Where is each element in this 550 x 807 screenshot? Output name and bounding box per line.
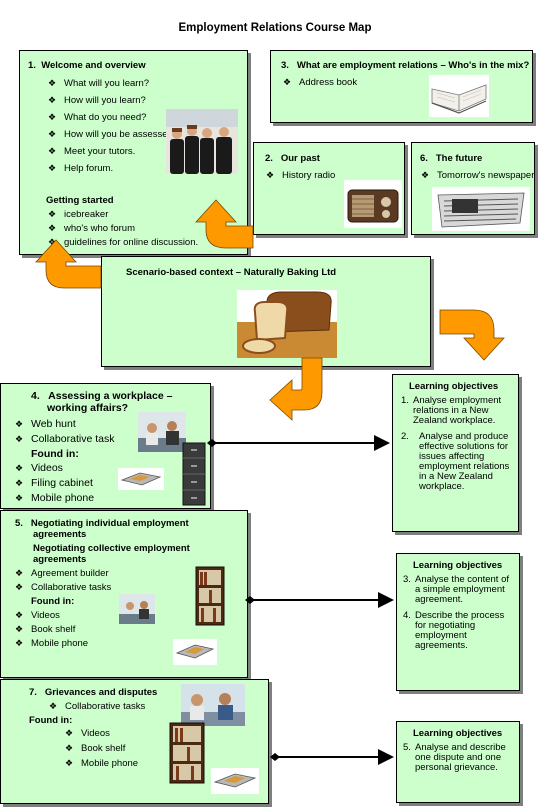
list-item: ❖How will you learn? [48,95,146,106]
curved-arrow-right-down [439,309,505,361]
curved-arrow-down-left [269,357,323,421]
box7-heading: 7. Grievances and disputes [29,687,158,698]
radio-image [344,180,402,228]
list-item: ❖Videos [65,728,110,739]
list-item: ❖Book shelf [15,624,76,635]
learning-objectives-2: Learning objectives 3.Analyse the conten… [396,553,520,691]
mobile-phone-image [118,468,164,490]
found-in-label: Found in: [31,448,79,460]
learning-objectives-3: Learning objectives 5.Analyse and descri… [396,721,520,803]
list-item: ❖Filing cabinet [15,477,93,489]
page-title: Employment Relations Course Map [178,22,372,34]
learning-objectives-heading: Learning objectives [413,728,503,739]
list-item: ❖What will you learn? [48,78,150,89]
meeting-photo [119,594,155,624]
meeting-photo [138,412,186,452]
list-item: ❖What do you need? [48,112,147,123]
list-item: ❖Collaborative tasks [15,582,112,593]
mobile-phone-image [173,639,217,665]
box-the-future: 6. The future ❖Tomorrow's newspaper [411,142,535,235]
box-scenario: Scenario-based context – Naturally Bakin… [101,256,431,367]
staff-photo [166,109,238,174]
list-item: ❖Tomorrow's newspaper [421,170,535,181]
box4-heading-line2: working affairs? [47,402,129,414]
box5-heading2-line2: agreements [33,554,87,565]
curved-arrow-left [35,239,102,289]
list-item: ❖Collaborative task [15,433,115,445]
objective-item: 1.Analyse employment relations in a New … [401,395,502,426]
connector-diamond [270,753,280,761]
list-item: ❖guidelines for online discussion. [48,237,199,248]
scenario-heading: Scenario-based context – Naturally Bakin… [126,267,337,278]
list-item: ❖Collaborative tasks [49,701,146,712]
learning-objectives-heading: Learning objectives [413,560,503,571]
objective-item: 4.Describe the process for negotiating e… [403,610,505,651]
box1-heading: 1. Welcome and overview [28,60,146,71]
box5-heading: 5. Negotiating individual employment [15,518,189,529]
bookshelf-image [195,566,225,626]
list-item: ❖Book shelf [65,743,126,754]
list-item: ❖Mobile phone [15,638,89,649]
objective-item: 3.Analyse the content of a simple employ… [403,574,510,605]
filing-cabinet-image [182,442,206,506]
bread-image [237,290,337,358]
bookshelf-image [169,722,205,784]
mobile-phone-image [211,768,259,794]
found-in-label: Found in: [29,715,73,726]
curved-arrow-up [195,199,254,249]
box6-heading: 6. The future [420,153,483,164]
box-grievances-disputes: 7. Grievances and disputes ❖Collaborativ… [0,679,269,804]
objective-item: 2.Analyse and produce effective solution… [401,431,510,492]
connector-diamond [207,439,217,447]
box-negotiating-agreements: 5. Negotiating individual employment agr… [0,510,248,678]
newspaper-image [432,187,530,231]
list-item: ❖icebreaker [48,209,109,220]
list-item: ❖Videos [15,610,60,621]
list-item: ❖Videos [15,462,63,474]
box3-heading: 3. What are employment relations – Who's… [281,60,530,71]
box2-heading: 2. Our past [265,153,320,164]
box-employment-relations: 3. What are employment relations – Who's… [270,50,533,123]
list-item: ❖Address book [283,77,358,88]
objective-item: 5.Analyse and describe one dispute and o… [403,742,506,773]
connector-diamond [245,596,255,604]
box-assessing-workplace: 4. Assessing a workplace – working affai… [0,383,211,509]
list-item: ❖Mobile phone [65,758,139,769]
box5-heading-line2: agreements [33,529,87,540]
list-item: ❖Mobile phone [15,492,95,504]
learning-objectives-1: Learning objectives 1.Analyse employment… [392,374,519,532]
box-our-past: 2. Our past ❖History radio [253,142,405,235]
list-item: ❖Web hunt [15,418,76,430]
getting-started-heading: Getting started [46,195,114,206]
box4-heading: 4. Assessing a workplace – [31,390,173,402]
list-item: ❖who's who forum [48,223,135,234]
list-item: ❖Help forum. [48,163,114,174]
list-item: ❖Meet your tutors. [48,146,136,157]
box5-heading2: Negotiating collective employment [33,543,190,554]
list-item: ❖How will you be assessed? [48,129,179,140]
found-in-label: Found in: [31,596,75,607]
list-item: ❖Agreement builder [15,568,109,579]
address-book-image [429,75,489,117]
list-item: ❖History radio [266,170,336,181]
learning-objectives-heading: Learning objectives [409,381,499,392]
